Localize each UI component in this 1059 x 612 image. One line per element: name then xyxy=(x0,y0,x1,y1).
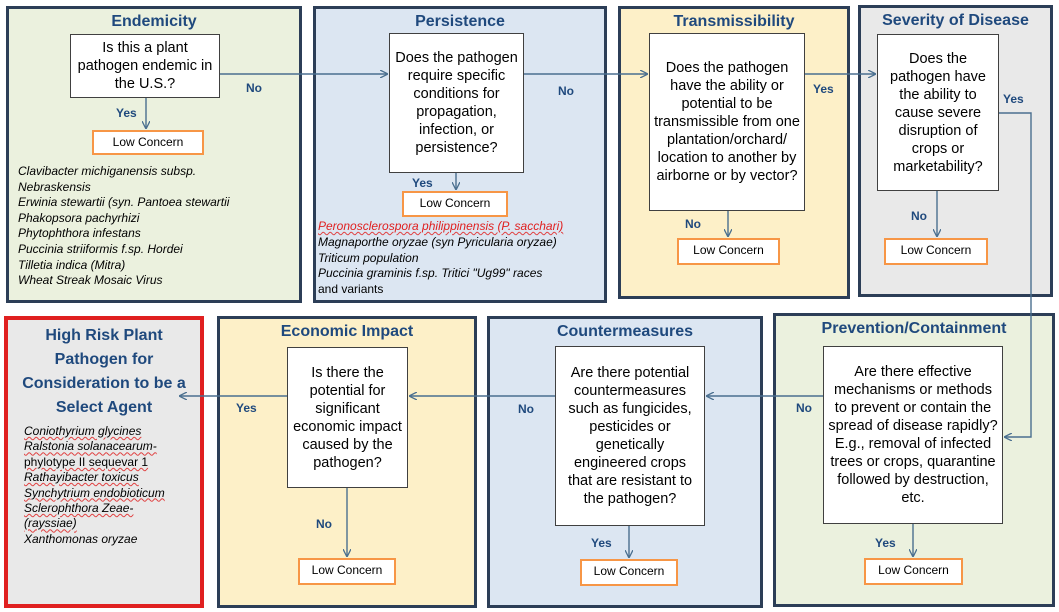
countermeasures-question: Are there potential countermeasures such… xyxy=(555,346,705,526)
economic-low-concern: Low Concern xyxy=(298,558,396,585)
transmissibility-question: Does the pathogen have the ability or po… xyxy=(649,33,805,211)
list-item: Triticum population xyxy=(318,250,419,265)
countermeasures-yes-label: Yes xyxy=(591,536,612,550)
severity-yes-label: Yes xyxy=(1003,92,1024,106)
persistence-panel: Persistence xyxy=(313,6,607,303)
list-item: Nebraskensis xyxy=(18,179,91,194)
persistence-pathogen-list: Peronosclerospora philippinensis (P. sac… xyxy=(318,219,606,298)
high-risk-panel: High Risk Plant Pathogen for Considerati… xyxy=(4,316,204,608)
high-risk-title: High Risk Plant Pathogen for Considerati… xyxy=(22,327,186,416)
list-item: Coniothyrium glycines xyxy=(24,424,142,438)
endemicity-title: Endemicity xyxy=(111,13,197,30)
transmissibility-title: Transmissibility xyxy=(673,13,795,30)
transmissibility-no-label: No xyxy=(685,217,701,231)
list-item: Puccinia striiformis f.sp. Hordei xyxy=(18,241,183,256)
list-item: Rathayibacter toxicus xyxy=(24,470,139,485)
economic-question: Is there the potential for significant e… xyxy=(287,347,408,488)
prevention-low-concern: Low Concern xyxy=(864,558,963,585)
list-item: Synchytrium endobioticum xyxy=(24,485,165,500)
list-item: Puccinia graminis f.sp. Tritici "Ug99" r… xyxy=(318,266,543,281)
severity-question: Does the pathogen have the ability to ca… xyxy=(877,34,999,191)
list-item: Peronosclerospora philippinensis (P. sac… xyxy=(318,219,564,233)
endemicity-yes-label: Yes xyxy=(116,106,137,120)
persistence-low-concern: Low Concern xyxy=(402,191,508,217)
persistence-yes-label: Yes xyxy=(412,176,433,190)
prevention-yes-label: Yes xyxy=(875,536,896,550)
list-item: phylotype II sequevar 1 xyxy=(24,454,149,469)
severity-low-concern: Low Concern xyxy=(884,238,988,265)
endemicity-no-label: No xyxy=(246,81,262,95)
prevention-question: Are there effective mechanisms or method… xyxy=(823,346,1003,524)
transmissibility-low-concern: Low Concern xyxy=(677,238,780,265)
severity-yes-arrow xyxy=(999,112,1032,437)
list-item: Magnaporthe oryzae (syn Pyricularia oryz… xyxy=(318,234,557,249)
transmissibility-yes-label: Yes xyxy=(813,82,834,96)
persistence-question: Does the pathogen require specific condi… xyxy=(389,33,524,173)
list-item: Phytophthora infestans xyxy=(18,226,141,241)
prevention-title: Prevention/Containment xyxy=(821,320,1007,337)
list-item: (rayssiae) xyxy=(24,516,77,531)
list-item: Clavibacter michiganensis subsp. xyxy=(18,164,197,178)
countermeasures-no-label: No xyxy=(518,402,534,416)
list-item: Phakopsora pachyrhizi xyxy=(18,210,140,225)
endemicity-pathogen-list: Clavibacter michiganensis subsp. Nebrask… xyxy=(18,164,300,289)
persistence-title: Persistence xyxy=(415,13,505,30)
list-item: and variants xyxy=(318,282,384,297)
list-item: Tilletia indica (Mitra) xyxy=(18,257,126,272)
endemicity-low-concern: Low Concern xyxy=(92,130,204,155)
list-item: Xanthomonas oryzae xyxy=(24,531,138,546)
countermeasures-low-concern: Low Concern xyxy=(580,559,678,586)
prevention-no-label: No xyxy=(796,401,812,415)
economic-yes-label: Yes xyxy=(236,401,257,415)
economic-no-label: No xyxy=(316,517,332,531)
persistence-no-label: No xyxy=(558,84,574,98)
list-item: Wheat Streak Mosaic Virus xyxy=(18,273,163,288)
list-item: Ralstonia solanacearum- xyxy=(24,439,157,454)
list-item: Erwinia stewartii (syn. Pantoea stewarti… xyxy=(18,195,230,210)
high-risk-pathogen-list: Coniothyrium glycines Ralstonia solanace… xyxy=(24,424,200,547)
list-item: Sclerophthora Zeae- xyxy=(24,501,134,516)
severity-no-label: No xyxy=(911,209,927,223)
countermeasures-title: Countermeasures xyxy=(556,323,694,340)
endemicity-question: Is this a plant pathogen endemic in the … xyxy=(70,34,220,98)
severity-title: Severity of Disease xyxy=(882,12,1029,29)
economic-title: Economic Impact xyxy=(280,323,414,340)
